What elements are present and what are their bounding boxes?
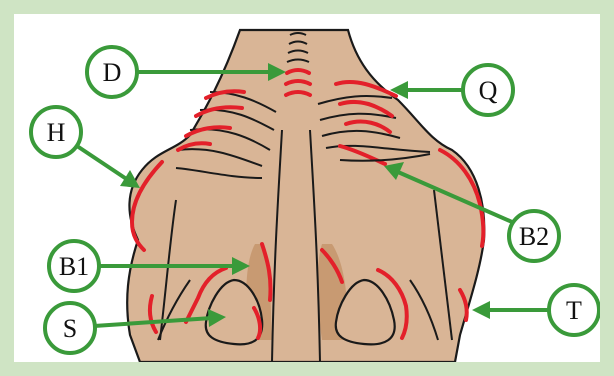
figure-panel: D Q H B2 (14, 14, 600, 362)
anatomy-diagram: D Q H B2 (14, 14, 600, 362)
callout-q: Q (390, 65, 513, 115)
label-t: T (566, 296, 582, 325)
label-b2: B2 (519, 222, 549, 251)
label-s: S (63, 314, 77, 343)
callout-h: H (31, 107, 140, 188)
label-h: H (47, 118, 66, 147)
label-d: D (103, 58, 122, 87)
label-b1: B1 (59, 252, 89, 281)
head-silhouette (127, 30, 484, 362)
label-q: Q (479, 76, 498, 105)
callout-t: T (472, 285, 599, 335)
